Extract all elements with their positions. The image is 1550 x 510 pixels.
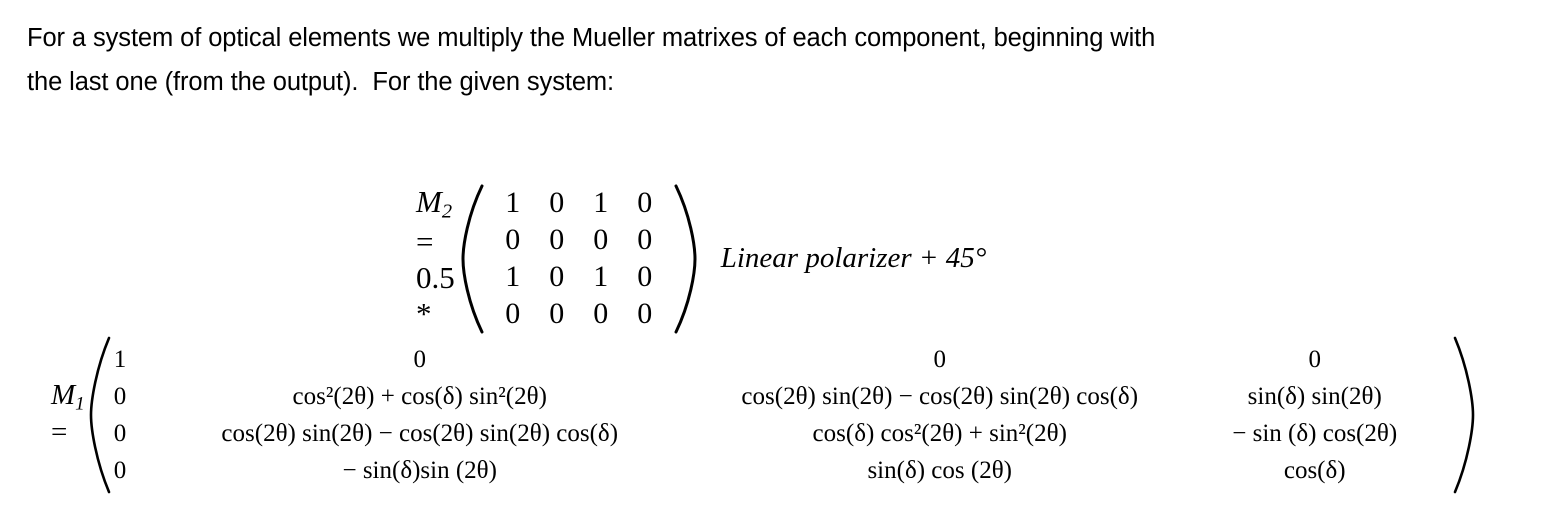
m1-cell: 1 <box>113 345 127 373</box>
m1-close-paren-icon <box>1452 335 1476 495</box>
m1-open-paren-icon <box>88 335 112 495</box>
intro-paragraph: For a system of optical elements we mult… <box>27 16 1497 104</box>
m2-scalar: 0.5 <box>416 259 455 295</box>
m2-multiply-operator: * <box>416 295 432 331</box>
m2-cell: 0 <box>593 223 609 257</box>
m1-cell: 0 <box>113 456 127 484</box>
m1-cell: − sin(δ)sin (2θ) <box>342 456 497 484</box>
m2-matrix: 1 0 1 0 0 0 0 0 1 0 1 0 0 0 0 0 <box>485 183 673 335</box>
m2-cell: 1 <box>593 186 609 220</box>
m1-cell: sin(δ) sin(2θ) <box>1247 382 1382 410</box>
m2-cell: 1 <box>505 260 521 294</box>
m2-subscript: 2 <box>441 200 453 223</box>
m1-cell: 0 <box>1308 345 1321 373</box>
m2-cell: 1 <box>505 186 521 220</box>
m1-cell: sin(δ) cos (2θ) <box>867 456 1013 484</box>
m2-symbol: M <box>416 184 442 219</box>
m2-close-paren-icon <box>673 183 699 335</box>
m2-cell: 0 <box>505 297 521 331</box>
m1-cell: 0 <box>113 419 127 447</box>
m1-matrix: 1 0 0 0 0 cos²(2θ) + cos(δ) sin²(2θ) cos… <box>112 337 1452 493</box>
m1-cell: cos(δ) <box>1283 456 1346 484</box>
m2-left-hand-side: M2 = 0.5 * <box>385 148 459 370</box>
m1-cell: 0 <box>933 345 946 373</box>
m2-cell: 0 <box>549 297 565 331</box>
intro-line-1: For a system of optical elements we mult… <box>27 24 1156 52</box>
equation-m2: M2 = 0.5 * 1 0 1 0 0 0 0 0 1 0 1 0 0 0 0… <box>385 148 986 370</box>
m1-cell: cos²(2θ) + cos(δ) sin²(2θ) <box>292 382 547 410</box>
m2-cell: 0 <box>549 186 565 220</box>
m2-cell: 0 <box>549 223 565 257</box>
m2-cell: 0 <box>637 260 653 294</box>
m2-open-paren-icon <box>459 183 485 335</box>
m2-cell: 0 <box>549 260 565 294</box>
m1-cell: cos(2θ) sin(2θ) − cos(2θ) sin(2θ) cos(δ) <box>221 419 619 447</box>
m1-symbol: M <box>51 379 76 412</box>
m1-cell: 0 <box>413 345 426 373</box>
intro-line-2: the last one (from the output). For the … <box>27 68 615 96</box>
m2-cell: 0 <box>637 297 653 331</box>
m2-cell: 0 <box>637 186 653 220</box>
m1-cell: 0 <box>113 382 127 410</box>
m2-cell: 1 <box>593 260 609 294</box>
m2-cell: 0 <box>593 297 609 331</box>
m2-description-label: Linear polarizer + 45° <box>720 241 987 274</box>
equation-m1: M1 = 1 0 0 0 0 cos²(2θ) + cos(δ) sin²(2θ… <box>22 335 1476 495</box>
m1-cell: cos(2θ) sin(2θ) − cos(2θ) sin(2θ) cos(δ) <box>741 382 1139 410</box>
m1-left-hand-side: M1 = <box>22 346 88 483</box>
m1-cell: cos(δ) cos²(2θ) + sin²(2θ) <box>812 419 1067 447</box>
m1-cell: − sin (δ) cos(2θ) <box>1232 419 1398 447</box>
m1-equals-sign: = <box>51 415 68 448</box>
m1-subscript: 1 <box>75 393 85 415</box>
m2-cell: 0 <box>505 223 521 257</box>
m2-cell: 0 <box>637 223 653 257</box>
m2-equals-sign: = <box>416 223 434 259</box>
